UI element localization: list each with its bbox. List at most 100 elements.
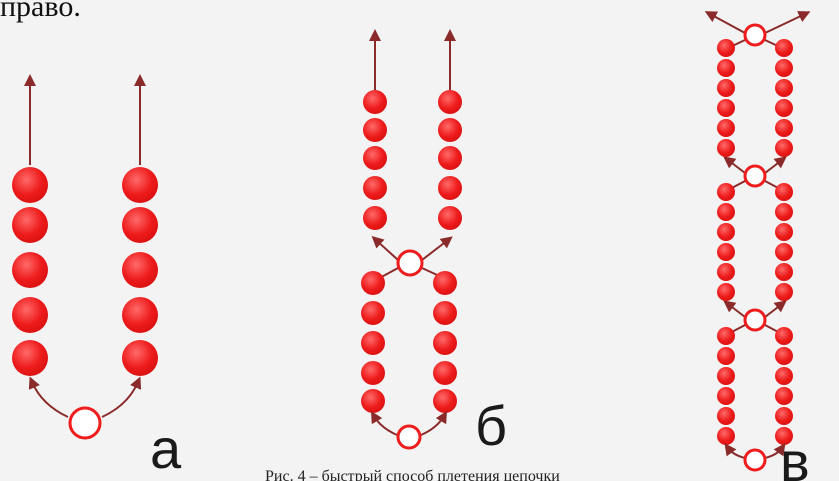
panel-label-v: в <box>780 430 810 481</box>
bead <box>433 361 457 385</box>
bead <box>775 427 793 445</box>
bead-column-lower-right <box>433 271 457 413</box>
thread-curve <box>420 410 448 436</box>
bead <box>717 427 735 445</box>
bead <box>775 243 793 261</box>
figure-caption: Рис. 4 – быстрый способ плетения цепочки <box>265 468 560 481</box>
bead <box>361 271 385 295</box>
bead <box>775 367 793 385</box>
bead <box>363 90 387 114</box>
thread-cross <box>723 156 746 174</box>
bead <box>775 203 793 221</box>
thread-cross <box>764 11 811 34</box>
bead <box>363 146 387 170</box>
bead <box>717 119 735 137</box>
bead <box>122 167 158 203</box>
bead-column-upper-right <box>438 90 462 230</box>
bead-column-lower-left <box>361 271 385 413</box>
bead <box>433 301 457 325</box>
bead <box>717 59 735 77</box>
bead <box>363 206 387 230</box>
panel-label-a: а <box>150 417 182 480</box>
bead <box>775 327 793 345</box>
bead <box>361 361 385 385</box>
bead <box>775 39 793 57</box>
bead <box>361 331 385 355</box>
ring-bead <box>396 249 424 277</box>
bead <box>775 407 793 425</box>
bead <box>433 389 457 413</box>
bead <box>438 146 462 170</box>
bead <box>12 167 48 203</box>
bead <box>775 223 793 241</box>
bead <box>361 389 385 413</box>
bead-column-upper-left <box>363 90 387 230</box>
thread-cross <box>764 300 787 318</box>
page-fragment-text: право. <box>0 0 81 23</box>
bead <box>775 79 793 97</box>
bead <box>12 252 48 288</box>
bead-column-segment-1-right <box>775 39 793 157</box>
bead <box>122 207 158 243</box>
bead-column-segment-1-left <box>717 39 735 157</box>
bead-column-right <box>122 167 158 376</box>
thread-curve <box>370 410 398 436</box>
ring-bead <box>743 308 767 332</box>
bead <box>775 263 793 281</box>
bead <box>12 207 48 243</box>
bead <box>438 206 462 230</box>
bead <box>122 297 158 333</box>
bead <box>775 119 793 137</box>
thread-cross <box>371 235 399 261</box>
thread-cross <box>704 11 746 34</box>
thread-curve <box>724 443 746 459</box>
thread-cross <box>723 300 746 318</box>
bead <box>438 118 462 142</box>
bead <box>717 327 735 345</box>
bead <box>717 283 735 301</box>
thread-curve <box>101 376 142 418</box>
bead <box>433 271 457 295</box>
ring-bead <box>396 424 422 450</box>
bead <box>775 283 793 301</box>
bead-column-segment-3-right <box>775 327 793 445</box>
ring-bead <box>743 448 767 472</box>
thread-cross <box>764 156 787 174</box>
bead <box>717 183 735 201</box>
bead <box>122 252 158 288</box>
bead <box>717 387 735 405</box>
bead <box>717 367 735 385</box>
bead <box>717 263 735 281</box>
bead <box>775 183 793 201</box>
ring-bead <box>743 23 767 47</box>
bead <box>363 176 387 200</box>
bead <box>12 340 48 376</box>
bead-column-left <box>12 167 48 376</box>
bead <box>363 118 387 142</box>
bead <box>122 340 158 376</box>
bead <box>717 79 735 97</box>
panel-b: б <box>361 29 507 457</box>
bead <box>717 39 735 57</box>
ring-bead <box>68 406 102 440</box>
panel-v: в <box>704 11 811 481</box>
bead-column-segment-2-left <box>717 183 735 301</box>
bead-column-segment-3-left <box>717 327 735 445</box>
panel-a: а <box>12 74 182 480</box>
thread-cross <box>421 236 453 261</box>
ring-bead <box>743 164 767 188</box>
bead <box>438 176 462 200</box>
bead <box>775 99 793 117</box>
panel-label-b: б <box>475 394 507 457</box>
bead <box>717 243 735 261</box>
thread-curve <box>28 376 69 418</box>
thread-curve <box>764 443 786 459</box>
bead <box>775 347 793 365</box>
bead <box>361 301 385 325</box>
bead <box>12 297 48 333</box>
bead <box>775 139 793 157</box>
bead <box>438 90 462 114</box>
bead <box>717 347 735 365</box>
